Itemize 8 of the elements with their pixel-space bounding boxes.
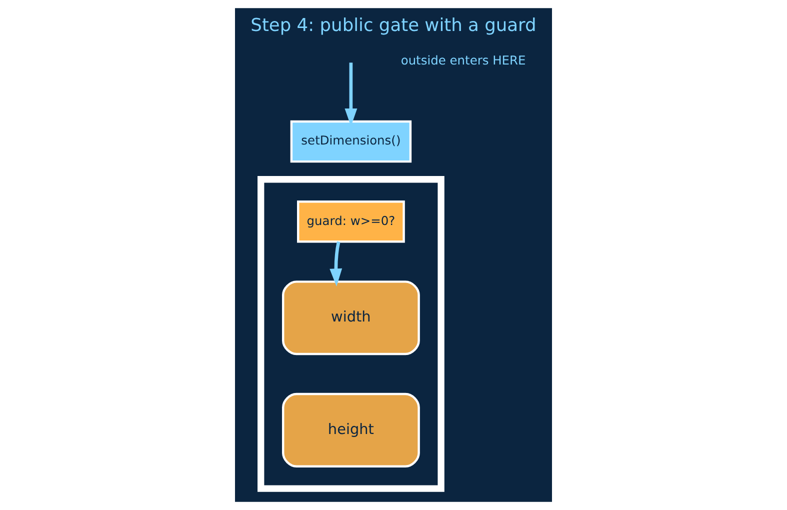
- label: outside enters HERE: [400, 54, 526, 68]
- cluster: [258, 176, 444, 492]
- diagram-title: Step 4: public gate with a guard: [250, 15, 536, 36]
- node-box: width: [282, 280, 420, 356]
- arrow: [330, 241, 342, 286]
- node-box: setDimensions(): [290, 120, 412, 163]
- node-box: guard: w>=0?: [297, 200, 405, 243]
- node-box: height: [282, 392, 420, 468]
